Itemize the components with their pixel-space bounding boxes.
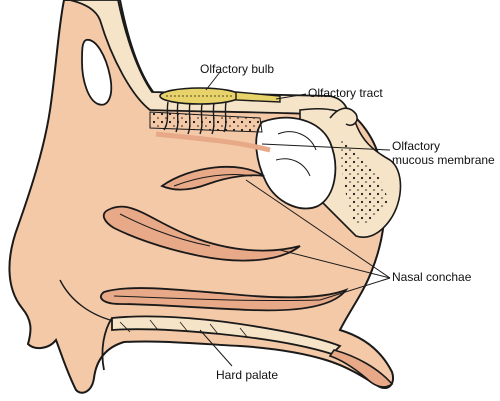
olfactory-nerve-fibres (163, 101, 227, 135)
leader-lines (199, 71, 391, 367)
middle-concha (102, 205, 301, 262)
label-olfactory-mucous-membrane-line1: Olfactory (392, 139, 441, 153)
olfactory-tract-shape (235, 91, 281, 103)
frontal-bone (69, 0, 350, 117)
label-olfactory-mucous-membrane: Olfactory mucous membrane (392, 139, 495, 167)
nose-skin (0, 0, 118, 401)
label-olfactory-tract: Olfactory tract (308, 86, 383, 100)
frontal-sinus (81, 39, 113, 106)
label-olfactory-mucous-membrane-line2: mucous membrane (392, 153, 495, 167)
label-nasal-conchae: Nasal conchae (392, 270, 472, 284)
label-hard-palate: Hard palate (216, 368, 279, 382)
label-olfactory-bulb: Olfactory bulb (200, 62, 275, 76)
soft-palate (328, 349, 394, 388)
sphenoid-sinus (255, 116, 337, 210)
